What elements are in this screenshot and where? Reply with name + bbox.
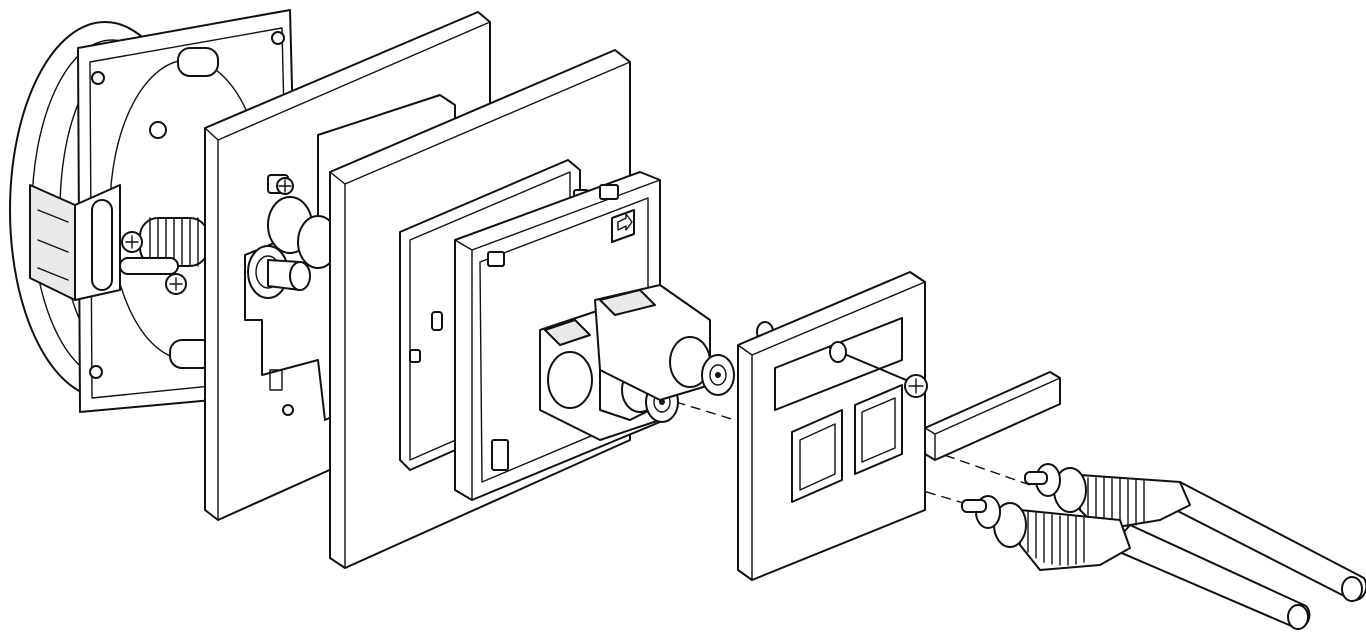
socket-module bbox=[454, 171, 735, 501]
coax-plug-upper bbox=[1024, 463, 1366, 602]
rca-plugs bbox=[961, 463, 1366, 630]
label-strip bbox=[924, 371, 1061, 461]
coax-plug-lower bbox=[961, 495, 1311, 630]
coax-connector-right bbox=[594, 284, 735, 401]
coax-socket-center bbox=[247, 196, 339, 299]
cover-plate bbox=[737, 271, 928, 581]
